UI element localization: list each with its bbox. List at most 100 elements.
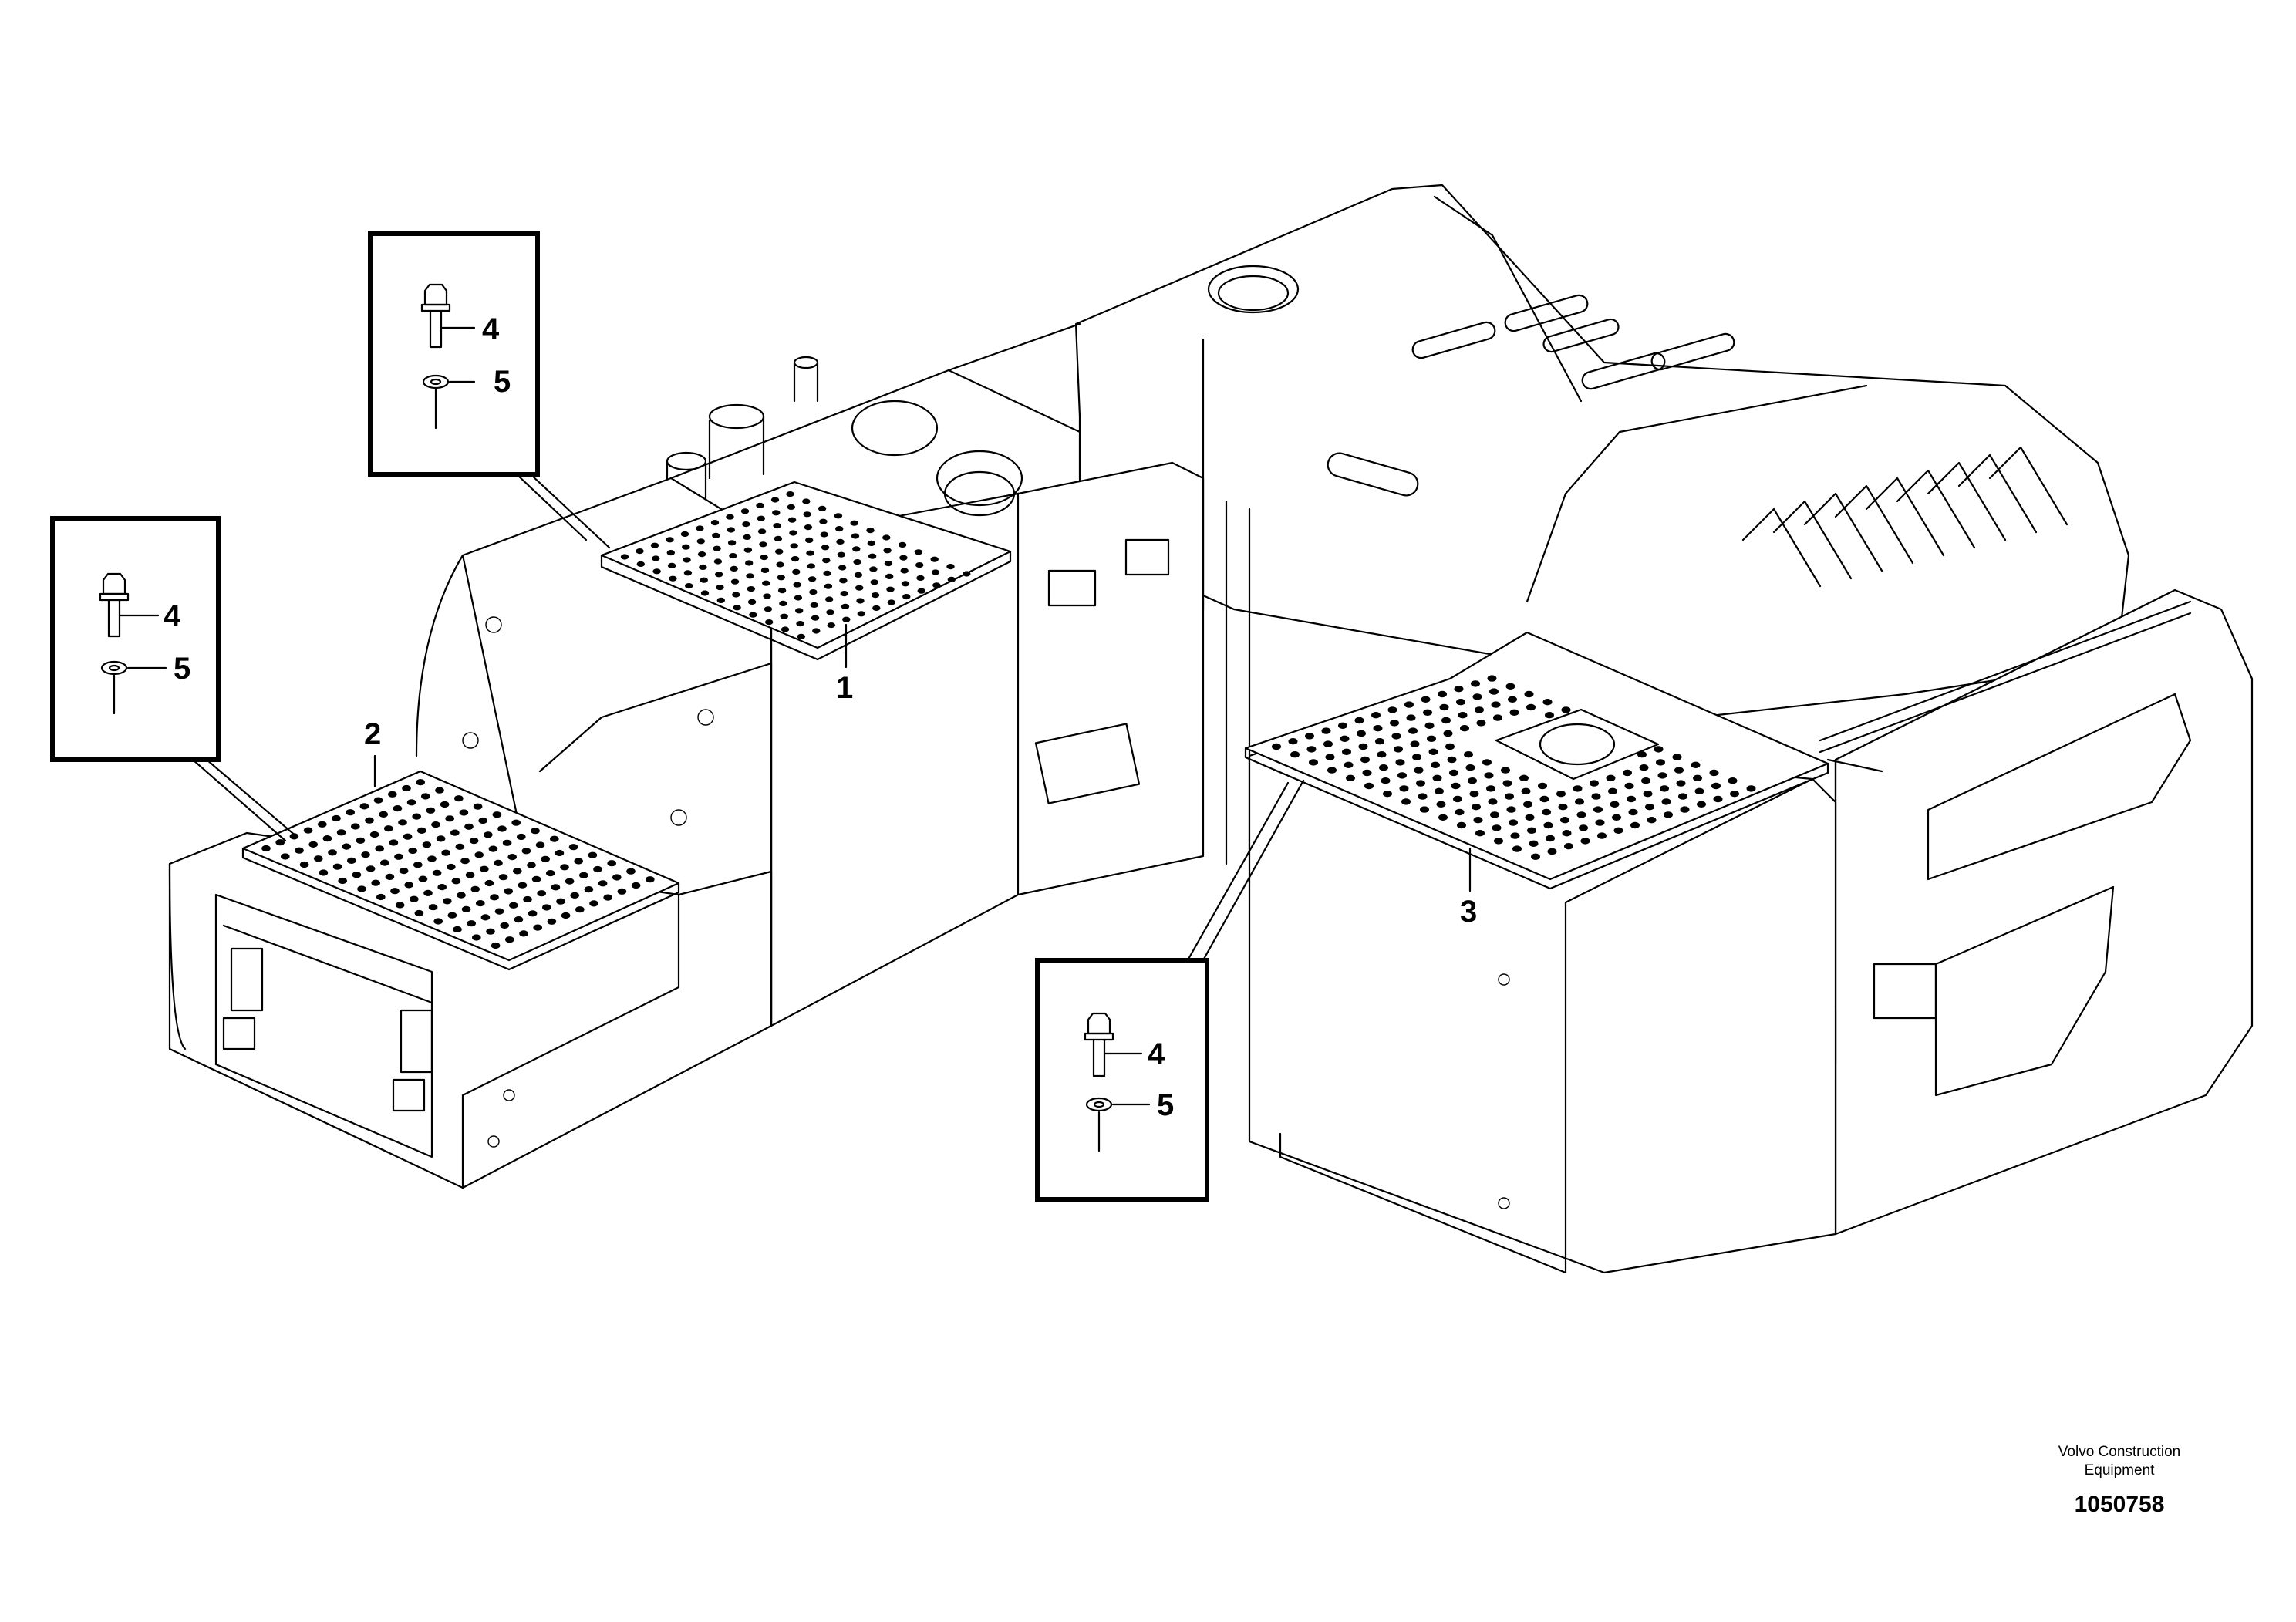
perforation-hole	[696, 538, 705, 545]
perforation-hole	[447, 912, 457, 919]
perforation-hole	[840, 591, 848, 597]
perforation-hole	[883, 548, 892, 554]
perforation-hole	[575, 906, 585, 913]
perforation-hole	[856, 598, 865, 604]
perforation-hole	[916, 575, 925, 582]
perforation-hole	[1519, 774, 1529, 781]
perforation-hole	[589, 900, 598, 907]
perforation-hole	[427, 855, 437, 862]
perforation-hole	[887, 599, 896, 605]
perforation-hole	[786, 491, 794, 497]
tank-cap-lower	[936, 450, 1023, 507]
perforation-hole	[476, 900, 485, 907]
perforation-hole	[1416, 780, 1425, 787]
perforation-hole	[1613, 827, 1623, 835]
perforation-hole	[1661, 798, 1671, 805]
perforation-hole	[776, 561, 784, 568]
perforation-hole	[902, 594, 911, 600]
perforation-hole	[696, 525, 704, 531]
perforation-hole	[428, 904, 438, 911]
perforation-hole	[371, 879, 381, 886]
perforation-hole	[1746, 785, 1756, 792]
perforation-hole	[1394, 746, 1403, 753]
perforation-hole	[579, 872, 588, 878]
callout-5-right: 5	[1157, 1088, 1174, 1122]
perforation-hole	[505, 936, 514, 943]
perforation-hole	[1401, 798, 1411, 805]
perforation-hole	[947, 576, 956, 583]
perforation-hole	[1580, 838, 1590, 845]
perforation-hole	[1628, 808, 1638, 816]
perforation-hole	[1627, 795, 1636, 803]
perforation-hole	[1309, 759, 1318, 766]
perforation-hole	[853, 559, 861, 565]
perforation-hole	[710, 520, 720, 526]
perforation-hole	[414, 909, 424, 917]
perforation-hole	[1290, 751, 1300, 758]
perforation-hole	[1538, 782, 1547, 790]
perforation-hole	[502, 839, 512, 846]
detail-box-right: 4 5	[1035, 958, 1209, 1202]
perforation-hole	[527, 862, 536, 868]
perforation-hole	[810, 602, 818, 609]
perforation-hole	[1338, 722, 1347, 729]
callout-4-right: 4	[1148, 1037, 1165, 1071]
perforation-hole	[757, 515, 765, 521]
perforation-hole	[1360, 756, 1370, 764]
plate-3	[1244, 631, 1829, 890]
perforation-hole	[1579, 824, 1588, 831]
perforation-hole	[1323, 740, 1333, 747]
perforation-hole	[533, 924, 542, 931]
perforation-hole	[666, 537, 674, 543]
perforation-hole	[1491, 701, 1501, 708]
perforation-hole	[486, 928, 495, 935]
perforation-hole	[1421, 696, 1431, 703]
perforation-hole	[716, 585, 724, 591]
perforation-hole	[851, 533, 860, 539]
perforation-hole	[593, 865, 602, 873]
plate-2	[241, 770, 680, 971]
perforation-hole	[1593, 806, 1603, 813]
perforation-hole	[451, 878, 461, 885]
perforation-hole	[1475, 830, 1485, 837]
perforation-hole	[1457, 821, 1466, 829]
perforation-hole	[1344, 761, 1354, 768]
perforation-hole	[882, 534, 891, 541]
perforation-hole	[763, 593, 771, 599]
perforation-hole	[504, 888, 513, 895]
perforation-hole	[518, 882, 528, 889]
perforation-hole	[631, 882, 641, 889]
perforation-hole	[826, 609, 834, 615]
perforation-hole	[470, 885, 480, 892]
perforation-hole	[796, 621, 804, 627]
perforation-hole	[900, 568, 909, 574]
perforation-hole	[437, 884, 447, 891]
perforation-hole	[547, 918, 557, 925]
lower-grille	[1934, 885, 2115, 1097]
perforation-hole	[484, 879, 494, 887]
perforation-hole	[1456, 699, 1465, 706]
perforation-hole	[469, 838, 479, 845]
perforation-hole	[1545, 712, 1554, 719]
perforation-hole	[1494, 838, 1503, 845]
perforation-hole	[805, 537, 814, 544]
perforation-hole	[742, 521, 750, 528]
toolbox	[1248, 731, 1837, 1274]
perforation-hole	[399, 868, 409, 875]
perforation-hole	[1410, 740, 1420, 747]
perforation-hole	[699, 564, 707, 571]
perforation-hole	[1492, 824, 1502, 831]
hood-grille-fins	[1741, 446, 2068, 588]
perforation-hole	[454, 795, 464, 802]
perforation-hole	[1637, 751, 1647, 758]
perforation-hole	[793, 582, 801, 588]
perforation-hole	[497, 825, 507, 832]
perforation-hole	[855, 585, 864, 591]
perforation-hole	[531, 875, 541, 882]
perforation-hole	[488, 845, 498, 852]
perforation-hole	[915, 562, 924, 568]
perforation-hole	[726, 514, 734, 520]
perforation-hole	[322, 835, 332, 842]
perforation-hole	[1623, 769, 1632, 777]
perforation-hole	[756, 502, 764, 509]
